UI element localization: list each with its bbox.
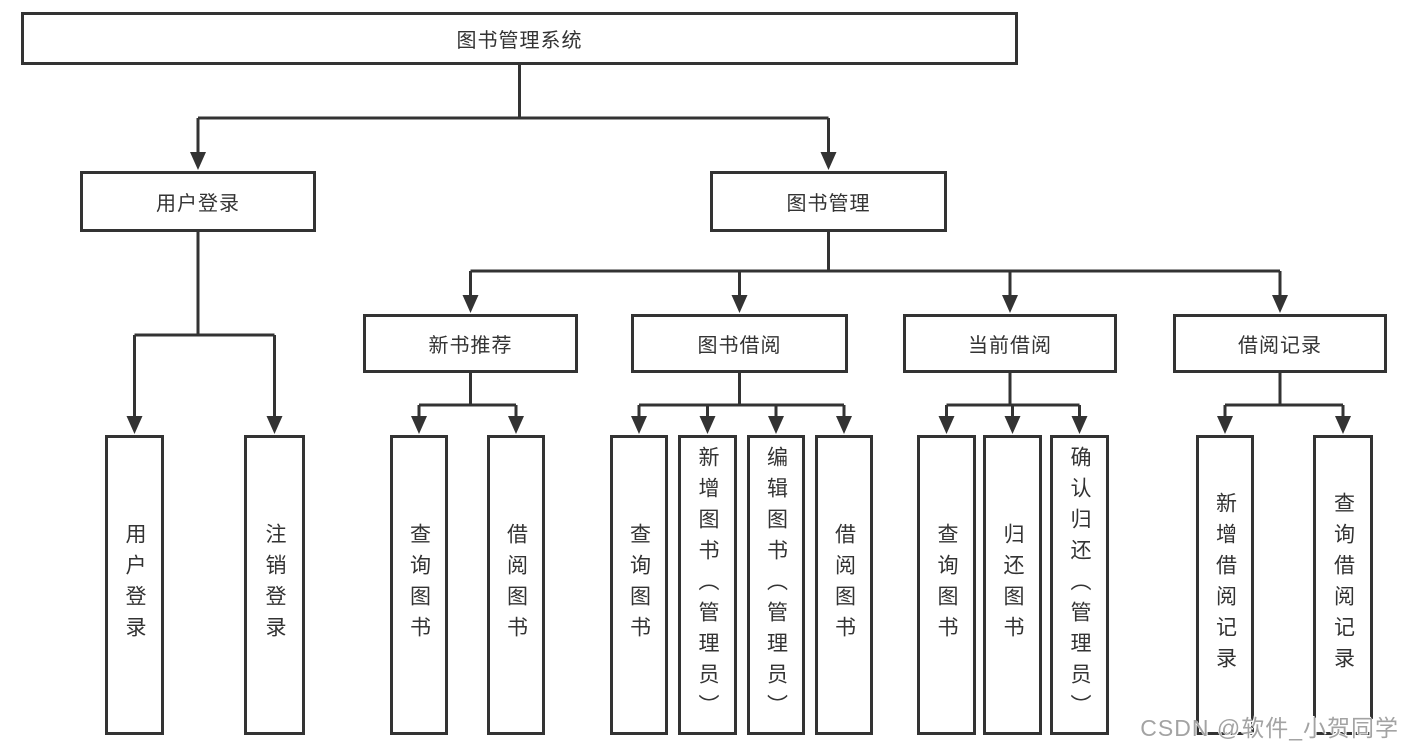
node-borrowing-records: 借阅记录 [1173, 314, 1387, 373]
node-label: 借阅图书 [832, 523, 856, 647]
node-label: 查询图书 [935, 523, 958, 647]
node-label: 新增图书（管理员） [696, 445, 719, 725]
leaf-logout: 注销登录 [244, 435, 305, 735]
node-user-login: 用户登录 [80, 171, 316, 232]
leaf-current-confirm-return-admin: 确认归还（管理员） [1050, 435, 1109, 735]
node-label: 借阅记录 [1238, 335, 1322, 357]
leaf-user-login: 用户登录 [105, 435, 164, 735]
leaf-borrowing-add-books-admin: 新增图书（管理员） [678, 435, 737, 735]
node-label: 用户登录 [123, 523, 146, 647]
node-label: 注销登录 [263, 523, 286, 647]
leaf-borrowing-borrow-books: 借阅图书 [815, 435, 873, 735]
node-book-borrowing: 图书借阅 [631, 314, 848, 373]
leaf-records-query-record: 查询借阅记录 [1313, 435, 1373, 735]
node-new-book-recommendation: 新书推荐 [363, 314, 578, 373]
leaf-borrowing-query-books: 查询图书 [610, 435, 668, 735]
csdn-watermark: CSDN @软件_小贺同学 [1140, 715, 1399, 741]
node-label: 图书管理 [786, 193, 871, 215]
node-label: 确认归还（管理员） [1068, 445, 1091, 725]
node-label: 查询借阅记录 [1331, 492, 1355, 678]
leaf-borrowing-edit-books-admin: 编辑图书（管理员） [747, 435, 805, 735]
node-label: 图书管理系统 [456, 30, 583, 52]
node-label: 新书推荐 [428, 335, 513, 357]
leaf-current-return-books: 归还图书 [983, 435, 1042, 735]
node-label: 编辑图书（管理员） [764, 445, 788, 725]
node-label: 图书借阅 [697, 335, 782, 357]
node-label: 当前借阅 [968, 335, 1052, 357]
leaf-recommend-query-books: 查询图书 [390, 435, 448, 735]
leaf-records-add-record: 新增借阅记录 [1196, 435, 1254, 735]
node-label: 用户登录 [156, 193, 240, 215]
leaf-current-query-books: 查询图书 [917, 435, 976, 735]
node-label: 查询图书 [407, 523, 431, 647]
node-book-management: 图书管理 [710, 171, 947, 232]
leaf-recommend-borrow-books: 借阅图书 [487, 435, 545, 735]
node-label: 归还图书 [1001, 523, 1024, 647]
node-label: 借阅图书 [504, 523, 528, 647]
node-root-library-management-system: 图书管理系统 [21, 12, 1018, 65]
node-current-borrowing: 当前借阅 [903, 314, 1117, 373]
node-label: 新增借阅记录 [1213, 492, 1237, 678]
node-label: 查询图书 [627, 523, 651, 647]
